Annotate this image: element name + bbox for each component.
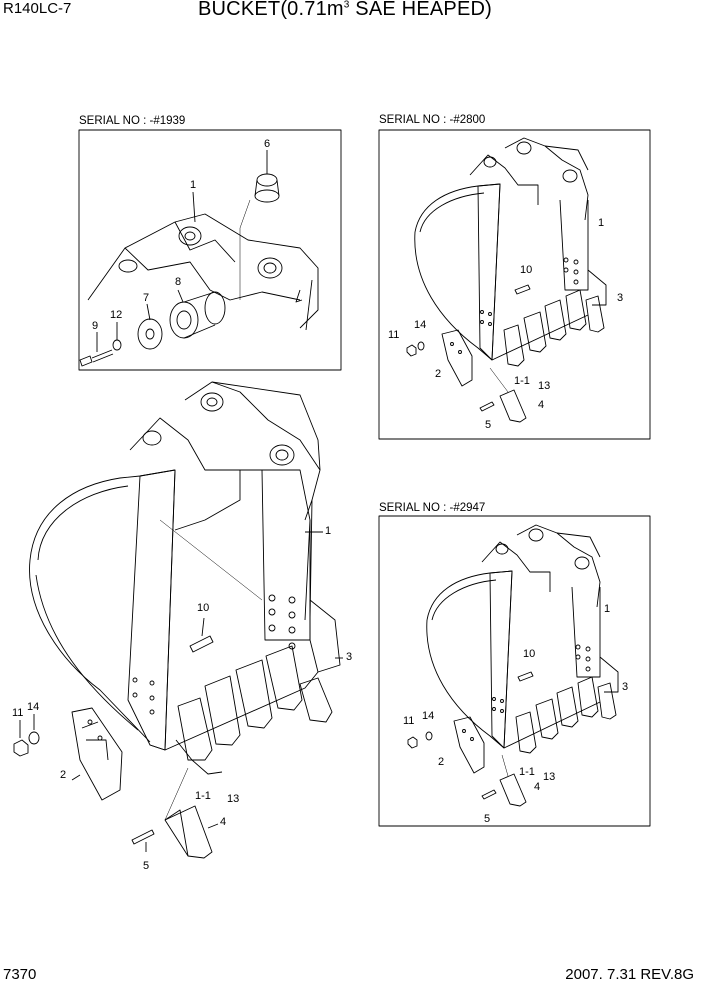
callout-br-13: 13 <box>543 771 556 783</box>
bucket-variant-bottom-right <box>407 524 619 807</box>
callout-tl-6: 6 <box>264 138 271 150</box>
callout-main-14: 14 <box>27 701 40 713</box>
callout-tl-1: 1 <box>190 179 197 191</box>
model-code: R140LC-7 <box>3 0 72 17</box>
callout-tr-2: 2 <box>435 368 442 380</box>
callout-br-2: 2 <box>438 756 445 768</box>
callout-tr-10: 10 <box>520 264 533 276</box>
pivot-bracket-detail <box>79 150 319 367</box>
panel-frame-bottom-right <box>378 515 651 827</box>
callout-br-10: 10 <box>523 648 536 660</box>
callout-br-1-1: 1-1 <box>519 766 535 778</box>
callout-tr-1: 1 <box>598 217 605 229</box>
callout-tr-4: 4 <box>538 399 545 411</box>
callout-main-10: 10 <box>197 602 210 614</box>
callout-main-1: 1 <box>325 525 332 537</box>
serial-label-top-left: SERIAL NO : -#1939 <box>79 115 186 127</box>
page-title: BUCKET(0.71m3 SAE HEAPED) <box>198 0 492 20</box>
callout-br-14: 14 <box>422 710 435 722</box>
page-number: 7370 <box>3 966 37 983</box>
callout-tl-12: 12 <box>110 309 123 321</box>
callout-tl-9: 9 <box>92 320 99 332</box>
callout-br-5: 5 <box>484 813 491 825</box>
callout-main-1-1: 1-1 <box>195 790 211 802</box>
panel-frame-top-right <box>378 129 651 440</box>
panel-frame-top-left <box>78 129 342 371</box>
callout-br-1: 1 <box>604 603 611 615</box>
callout-tr-3: 3 <box>617 292 624 304</box>
callout-main-2: 2 <box>60 769 67 781</box>
serial-label-bottom-right: SERIAL NO : -#2947 <box>379 502 486 514</box>
callout-main-11: 11 <box>12 707 24 719</box>
callout-tr-11: 11 <box>388 329 400 341</box>
callout-main-13: 13 <box>227 793 240 805</box>
callout-br-3: 3 <box>622 681 629 693</box>
callout-tr-14: 14 <box>414 319 427 331</box>
callout-br-11: 11 <box>403 715 415 727</box>
serial-label-top-right: SERIAL NO : -#2800 <box>379 114 486 126</box>
callout-main-5: 5 <box>143 860 150 872</box>
callout-tr-1-1: 1-1 <box>514 375 530 387</box>
callout-br-4: 4 <box>534 781 541 793</box>
callout-tr-5: 5 <box>485 419 492 431</box>
callout-main-3: 3 <box>346 651 353 663</box>
revision-date: 2007. 7.31 REV.8G <box>565 966 694 983</box>
callout-tr-13: 13 <box>538 380 551 392</box>
bucket-variant-top-right <box>406 137 607 423</box>
callout-tl-7: 7 <box>143 292 150 304</box>
callout-tl-8: 8 <box>175 276 182 288</box>
callout-main-4: 4 <box>220 816 227 828</box>
main-bucket <box>13 381 343 859</box>
